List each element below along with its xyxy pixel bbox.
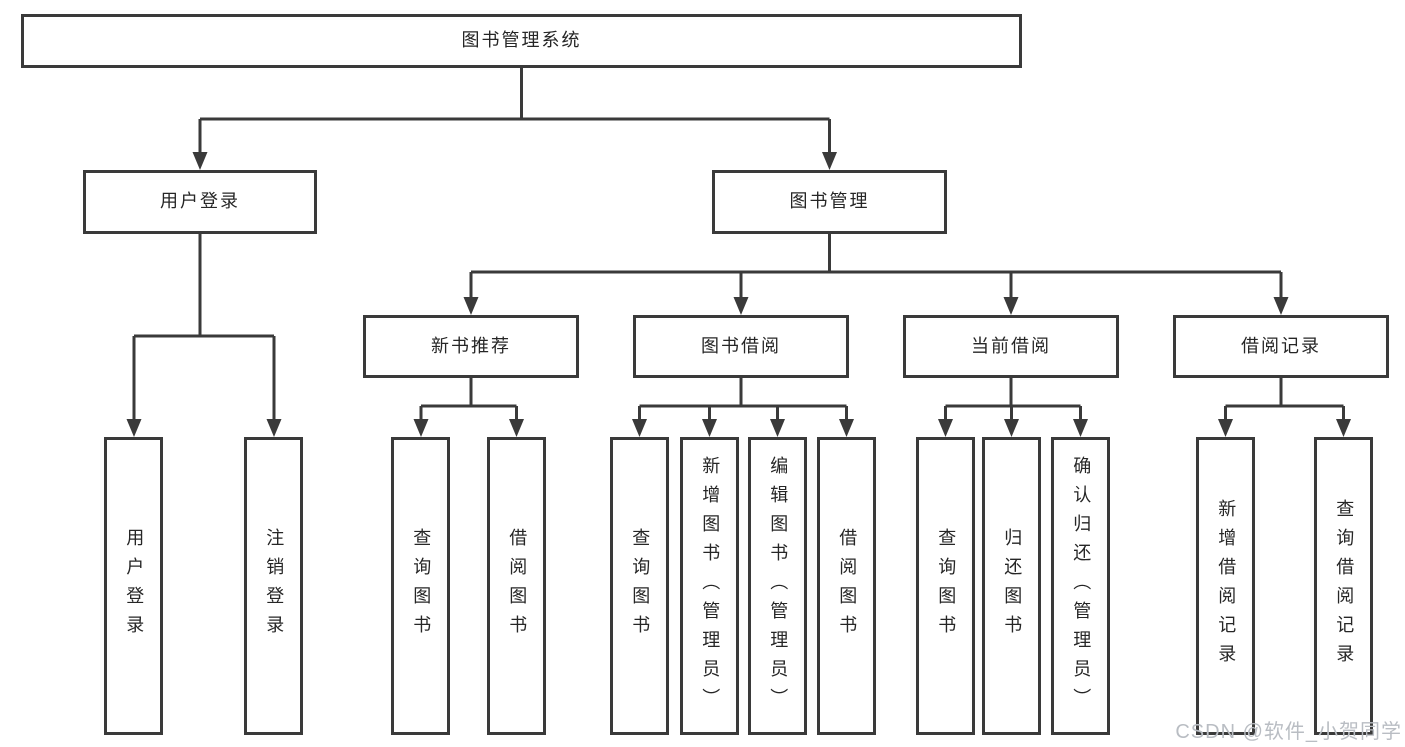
leaf-record-query-borrow-record: 查询借阅记录	[1314, 437, 1373, 735]
leaf-logout: 注销登录	[244, 437, 303, 735]
node-book-borrow: 图书借阅	[633, 315, 849, 378]
leaf-record-add-borrow-record: 新增借阅记录	[1196, 437, 1255, 735]
connector-path	[132, 68, 1345, 420]
leaf-borrow-query-books: 查询图书	[610, 437, 669, 735]
node-new-book-recommend: 新书推荐	[363, 315, 579, 378]
leaf-user-login: 用户登录	[104, 437, 163, 735]
node-root-library-system: 图书管理系统	[21, 14, 1022, 68]
node-current-borrow: 当前借阅	[903, 315, 1119, 378]
leaf-borrow-add-books-admin: 新增图书（管理员）	[680, 437, 739, 735]
leaf-current-confirm-return-admin: 确认归还（管理员）	[1051, 437, 1110, 735]
leaf-borrow-edit-books-admin: 编辑图书（管理员）	[748, 437, 807, 735]
node-borrow-record: 借阅记录	[1173, 315, 1389, 378]
leaf-newbook-borrow-books: 借阅图书	[487, 437, 546, 735]
watermark-text: CSDN @软件_小贺同学	[1175, 721, 1402, 743]
node-user-login: 用户登录	[83, 170, 317, 234]
leaf-current-return-books: 归还图书	[982, 437, 1041, 735]
leaf-newbook-query-books: 查询图书	[391, 437, 450, 735]
node-book-management: 图书管理	[712, 170, 947, 234]
leaf-borrow-borrow-books: 借阅图书	[817, 437, 876, 735]
leaf-current-query-books: 查询图书	[916, 437, 975, 735]
